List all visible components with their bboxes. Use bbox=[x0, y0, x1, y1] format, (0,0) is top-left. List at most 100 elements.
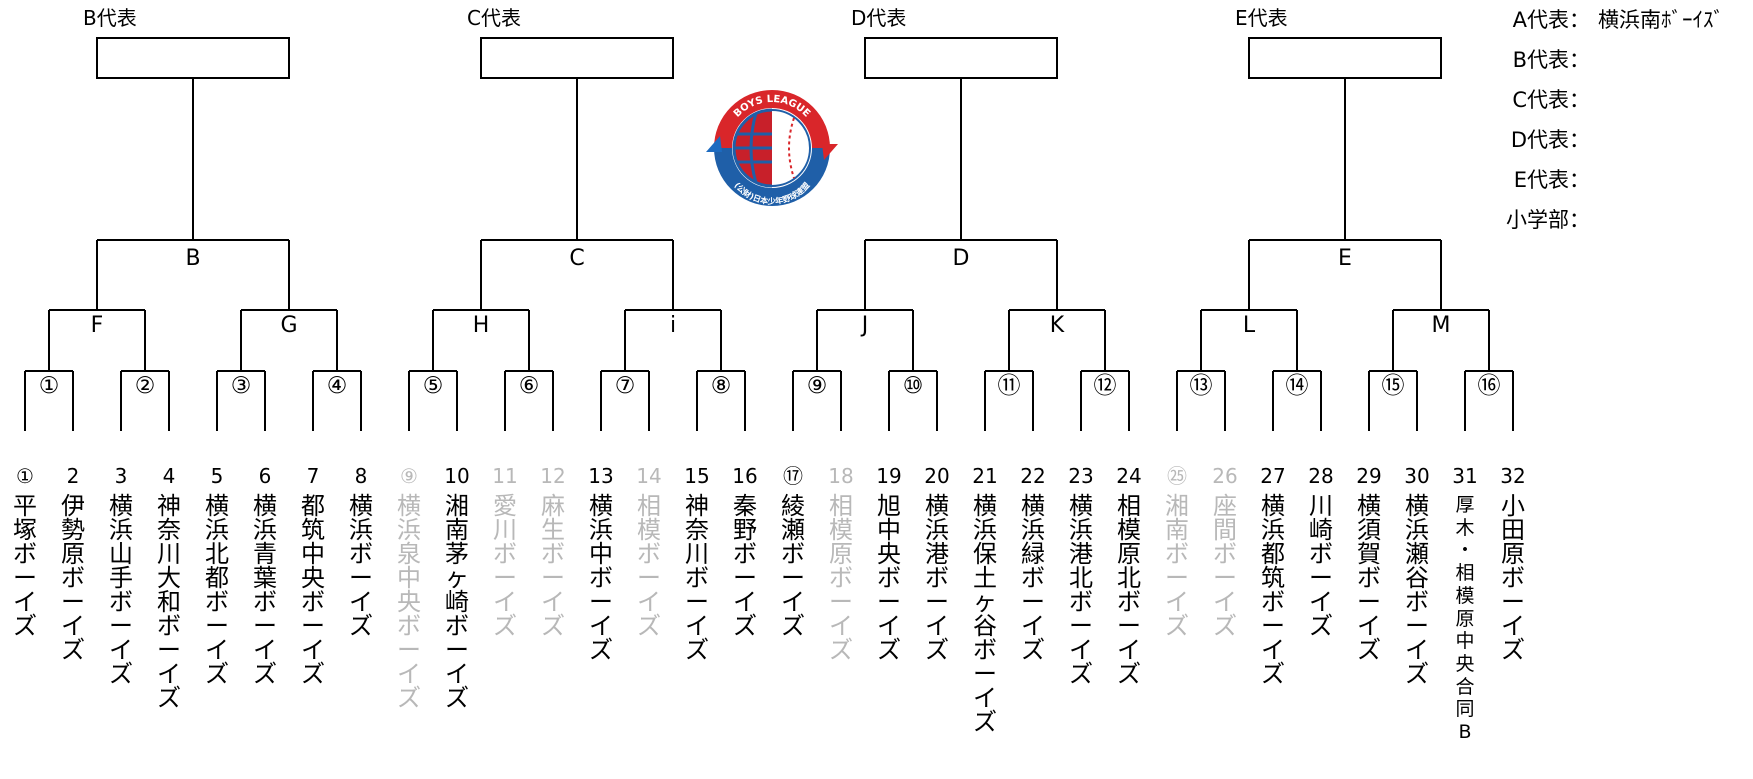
match-number: ⑦ bbox=[614, 373, 636, 399]
team-name: 麻生ボーイズ bbox=[541, 492, 565, 640]
legend-label: 小学部： bbox=[1506, 208, 1590, 232]
team-number: 31 bbox=[1452, 464, 1478, 488]
representative-title: D代表 bbox=[851, 6, 907, 30]
legend-label: A代表： bbox=[1512, 8, 1590, 32]
team-name: 相模原北ボーイズ bbox=[1117, 492, 1141, 688]
match-number: ⑧ bbox=[710, 373, 732, 399]
team-name: 横須賀ボーイズ bbox=[1357, 492, 1381, 664]
team-number: 3 bbox=[114, 464, 128, 488]
team-name: 横浜港北ボーイズ bbox=[1069, 492, 1093, 688]
team-number: 13 bbox=[588, 464, 614, 488]
team-name: 横浜泉中央ボーイズ bbox=[397, 492, 421, 712]
legend-value: 横浜南ﾎﾞｰｲｽﾞ bbox=[1598, 8, 1724, 32]
team-number: 14 bbox=[636, 464, 662, 488]
group-label: C bbox=[569, 246, 585, 271]
representative-box bbox=[864, 37, 1058, 79]
round-node-label: F bbox=[90, 313, 104, 338]
team-name: 横浜緑ボーイズ bbox=[1021, 492, 1045, 664]
team-name: 秦野ボーイズ bbox=[733, 492, 757, 640]
legend-row-c: C代表： bbox=[1480, 88, 1598, 112]
match-number: ① bbox=[38, 373, 60, 399]
representative-box bbox=[1248, 37, 1442, 79]
group-label: E bbox=[1338, 246, 1352, 271]
team-name: 横浜北都ボーイズ bbox=[205, 492, 229, 688]
team-number: 5 bbox=[210, 464, 224, 488]
team-name: 川崎ボーイズ bbox=[1309, 492, 1333, 640]
team-number: 19 bbox=[876, 464, 902, 488]
round-node-label: K bbox=[1049, 313, 1065, 338]
team-number: 26 bbox=[1212, 464, 1238, 488]
match-number: ② bbox=[134, 373, 156, 399]
team-number: 22 bbox=[1020, 464, 1046, 488]
team-number: 7 bbox=[306, 464, 320, 488]
match-number: ⑫ bbox=[1093, 373, 1117, 399]
team-name: 横浜都筑ボーイズ bbox=[1261, 492, 1285, 688]
team-number: ⑰ bbox=[783, 464, 803, 488]
match-number: ⑩ bbox=[902, 373, 924, 399]
team-name: 神奈川大和ボーイズ bbox=[157, 492, 181, 712]
team-number: 12 bbox=[540, 464, 566, 488]
round-node-label: i bbox=[669, 313, 677, 338]
group-label: D bbox=[952, 246, 970, 271]
round-node-label: H bbox=[472, 313, 490, 338]
match-number: ④ bbox=[326, 373, 348, 399]
team-name: 横浜ボーイズ bbox=[349, 492, 373, 640]
team-number: 28 bbox=[1308, 464, 1334, 488]
team-number: 20 bbox=[924, 464, 950, 488]
match-number: ⑯ bbox=[1477, 373, 1501, 399]
representative-title: E代表 bbox=[1235, 6, 1288, 30]
team-name: 横浜山手ボーイズ bbox=[109, 492, 133, 688]
team-name: 座間ボーイズ bbox=[1213, 492, 1237, 640]
team-number: 29 bbox=[1356, 464, 1382, 488]
representative-box bbox=[480, 37, 674, 79]
team-number: 24 bbox=[1116, 464, 1142, 488]
representative-box bbox=[96, 37, 290, 79]
round-node-label: J bbox=[861, 313, 869, 338]
team-number: 21 bbox=[972, 464, 998, 488]
team-name: 横浜中ボーイズ bbox=[589, 492, 613, 664]
team-number: 4 bbox=[162, 464, 176, 488]
match-number: ⑤ bbox=[422, 373, 444, 399]
match-number: ⑬ bbox=[1189, 373, 1213, 399]
team-name: 旭中央ボーイズ bbox=[877, 492, 901, 664]
team-name: 平塚ボーイズ bbox=[13, 492, 37, 640]
team-name: 相模ボーイズ bbox=[637, 492, 661, 640]
team-name: 湘南茅ヶ崎ボーイズ bbox=[445, 492, 469, 712]
representative-title: C代表 bbox=[467, 6, 521, 30]
legend-label: D代表： bbox=[1510, 128, 1590, 152]
team-name: 伊勢原ボーイズ bbox=[61, 492, 85, 664]
team-number: 30 bbox=[1404, 464, 1430, 488]
team-number: 10 bbox=[444, 464, 470, 488]
team-name: 横浜保土ヶ谷ボーイズ bbox=[973, 492, 997, 736]
group-label: B bbox=[185, 246, 201, 271]
round-node-label: M bbox=[1431, 313, 1451, 338]
legend-label: B代表： bbox=[1512, 48, 1590, 72]
team-number: ① bbox=[16, 464, 34, 488]
boys-league-logo: BOYS LEAGUE (公財)日本少年野球連盟 bbox=[706, 90, 838, 206]
match-number: ⑭ bbox=[1285, 373, 1309, 399]
team-name: 厚木・相模原中央合同B bbox=[1455, 494, 1475, 744]
team-name: 愛川ボーイズ bbox=[493, 492, 517, 640]
round-node-label: L bbox=[1242, 313, 1256, 338]
team-number: 8 bbox=[354, 464, 368, 488]
team-name: 湘南ボーイズ bbox=[1165, 492, 1189, 640]
legend-row-e: E代表： bbox=[1480, 168, 1598, 192]
team-number: 15 bbox=[684, 464, 710, 488]
team-number: 6 bbox=[258, 464, 272, 488]
team-number: 18 bbox=[828, 464, 854, 488]
team-name: 小田原ボーイズ bbox=[1501, 492, 1525, 664]
team-name: 横浜港ボーイズ bbox=[925, 492, 949, 664]
team-number: 11 bbox=[492, 464, 518, 488]
match-number: ⑪ bbox=[997, 373, 1021, 399]
match-number: ⑥ bbox=[518, 373, 540, 399]
match-number: ⑮ bbox=[1381, 373, 1405, 399]
match-number: ⑨ bbox=[806, 373, 828, 399]
team-number: ㉕ bbox=[1167, 464, 1187, 488]
team-number: 23 bbox=[1068, 464, 1094, 488]
legend-row-a: A代表： 横浜南ﾎﾞｰｲｽﾞ bbox=[1480, 8, 1724, 32]
team-number: ⑨ bbox=[400, 464, 418, 488]
round-node-label: G bbox=[280, 313, 298, 338]
legend-row-d: D代表： bbox=[1480, 128, 1598, 152]
team-number: 27 bbox=[1260, 464, 1286, 488]
